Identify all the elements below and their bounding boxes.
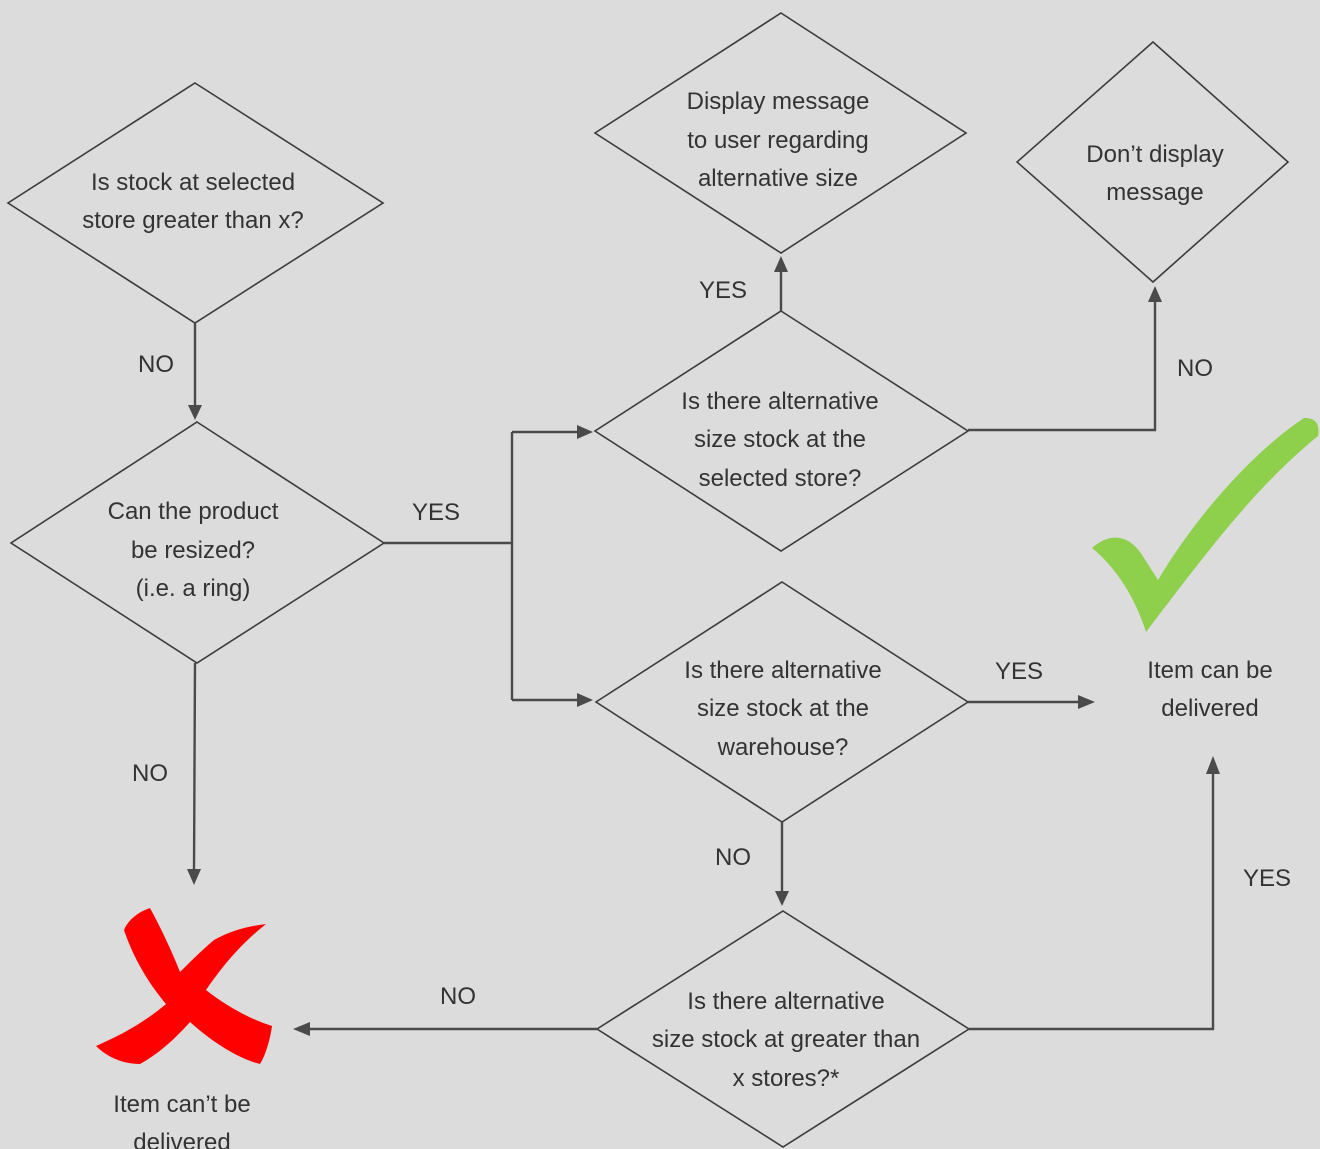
- arrowhead-down: [775, 891, 789, 906]
- arrowhead-right: [1078, 695, 1095, 709]
- connector-store-no: [968, 300, 1157, 432]
- alt-warehouse-line-3: warehouse?: [717, 734, 849, 761]
- label-stores-no: NO: [440, 983, 476, 1010]
- resize-check-line-3: (i.e. a ring): [136, 575, 251, 602]
- label-stores-yes: YES: [1243, 865, 1291, 892]
- connectors: [187, 256, 1220, 1036]
- label-warehouse-yes: YES: [995, 658, 1043, 685]
- can-deliver-node: Item can be delivered: [1092, 418, 1319, 722]
- cant-deliver-node: Item can’t be delivered: [96, 908, 272, 1149]
- label-store-no: NO: [1177, 355, 1213, 382]
- label-resize-yes: YES: [412, 499, 460, 526]
- arrowhead-up: [1148, 286, 1162, 302]
- can-deliver-line-2: delivered: [1161, 695, 1258, 722]
- alt-store-line-2: size stock at the: [694, 426, 866, 453]
- alt-warehouse-line-2: size stock at the: [697, 695, 869, 722]
- arrowhead-down: [187, 869, 201, 885]
- display-message-node: Display message to user regarding altern…: [593, 12, 968, 254]
- alt-warehouse-line-1: Is there alternative: [684, 657, 881, 684]
- check-mark-icon: [1092, 418, 1319, 632]
- can-deliver-line-1: Item can be: [1147, 657, 1272, 684]
- arrowhead-up: [1206, 756, 1220, 774]
- alt-stores-node: Is there alternative size stock at great…: [595, 910, 971, 1148]
- alt-store-line-3: selected store?: [699, 465, 862, 492]
- display-message-line-2: to user regarding: [687, 127, 868, 154]
- label-warehouse-no: NO: [715, 844, 751, 871]
- alt-store-node: Is there alternative size stock at the s…: [593, 310, 970, 552]
- alt-warehouse-node: Is there alternative size stock at the w…: [594, 581, 970, 823]
- resize-check-node: Can the product be resized? (i.e. a ring…: [9, 421, 386, 664]
- cant-deliver-line-2: delivered: [133, 1129, 230, 1149]
- arrowhead-down: [188, 405, 202, 420]
- dont-display-line-1: Don’t display: [1086, 141, 1223, 168]
- dont-display-node: Don’t display message: [1015, 40, 1290, 284]
- resize-check-line-2: be resized?: [131, 537, 255, 564]
- connector-stores-yes: [969, 772, 1215, 1031]
- edge-labels: NO YES NO YES NO YES NO YES NO: [132, 277, 1291, 1010]
- alt-stores-line-2: size stock at greater than: [652, 1026, 920, 1053]
- label-stock-no: NO: [138, 351, 174, 378]
- label-resize-no: NO: [132, 760, 168, 787]
- stock-check-line-1: Is stock at selected: [91, 169, 295, 196]
- connector-resize-no: [192, 662, 197, 872]
- cant-deliver-line-1: Item can’t be: [113, 1091, 250, 1118]
- alt-store-line-1: Is there alternative: [681, 388, 878, 415]
- arrowhead-left: [293, 1022, 310, 1036]
- display-message-line-3: alternative size: [698, 165, 858, 192]
- alt-stores-line-1: Is there alternative: [687, 988, 884, 1015]
- stock-check-line-2: store greater than x?: [82, 207, 303, 234]
- cross-mark-icon: [96, 908, 272, 1064]
- resize-check-line-1: Can the product: [108, 498, 279, 525]
- label-store-yes: YES: [699, 277, 747, 304]
- display-message-line-1: Display message: [687, 88, 870, 115]
- stock-check-node: Is stock at selected store greater than …: [6, 82, 385, 324]
- arrowhead-right: [577, 425, 593, 439]
- dont-display-line-2: message: [1106, 179, 1203, 206]
- arrowhead-up: [774, 256, 788, 272]
- alt-stores-line-3: x stores?*: [733, 1065, 840, 1092]
- arrowhead-right: [577, 693, 593, 707]
